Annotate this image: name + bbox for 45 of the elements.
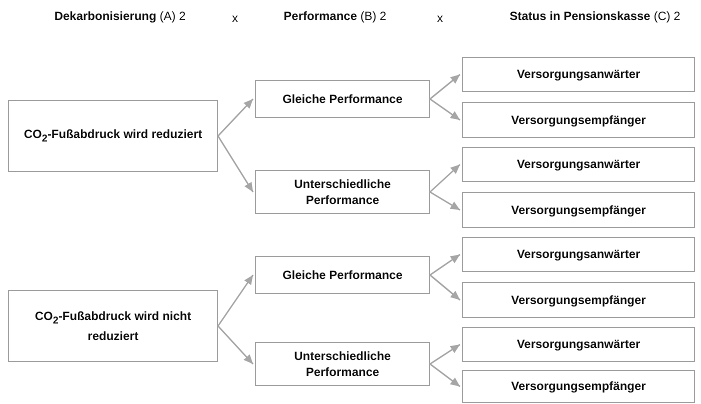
process-box (462, 147, 695, 182)
node-text: Unterschiedliche Performance (293, 348, 392, 380)
process-box (8, 290, 218, 362)
column-heading: Performance (B) 2 (282, 8, 388, 25)
process-box (462, 282, 695, 318)
arrow (430, 344, 460, 365)
node-text: Versorgungsanwärter (516, 336, 640, 353)
node-text: Versorgungsempfänger (511, 292, 646, 308)
multiply-sign: x (231, 10, 239, 27)
process-box (462, 237, 695, 272)
arrow (217, 98, 254, 137)
node-text: Versorgungsanwärter (516, 66, 640, 83)
process-box (462, 327, 695, 362)
arrow (430, 254, 460, 276)
node-text: CO$_{2}$-Fußabdruck wird nicht reduziert (34, 308, 192, 344)
node-text: Versorgungsempfänger (511, 112, 646, 128)
process-box (255, 170, 430, 214)
node-text: Gleiche Performance (282, 266, 403, 284)
arrow (217, 136, 254, 192)
node-text: Versorgungsanwärter (516, 156, 640, 173)
column-heading: Status in Pensionskasse (C) 2 (508, 8, 682, 25)
process-box (462, 57, 695, 92)
arrow (430, 164, 460, 193)
node-text: Unterschiedliche Performance (293, 176, 392, 208)
node-text: Gleiche Performance (282, 90, 403, 108)
arrow (430, 98, 460, 121)
arrow (430, 274, 460, 301)
process-box (255, 80, 430, 118)
node-text: CO$_{2}$-Fußabdruck wird reduziert (24, 126, 202, 146)
arrow (430, 191, 460, 211)
multiply-sign: x (436, 10, 444, 27)
arrow (430, 74, 460, 100)
process-box (462, 102, 695, 138)
process-box (462, 370, 695, 403)
node-text: Versorgungsempfänger (511, 378, 646, 395)
node-text: Versorgungsanwärter (516, 246, 640, 263)
column-heading: Dekarbonisierung (A) 2 (53, 8, 187, 25)
arrow (430, 363, 460, 388)
node-text: Versorgungsempfänger (511, 202, 646, 218)
process-box (462, 192, 695, 228)
process-box (8, 100, 218, 172)
arrow (217, 274, 254, 326)
arrow (217, 326, 254, 364)
process-box (255, 256, 430, 294)
process-box (255, 342, 430, 386)
